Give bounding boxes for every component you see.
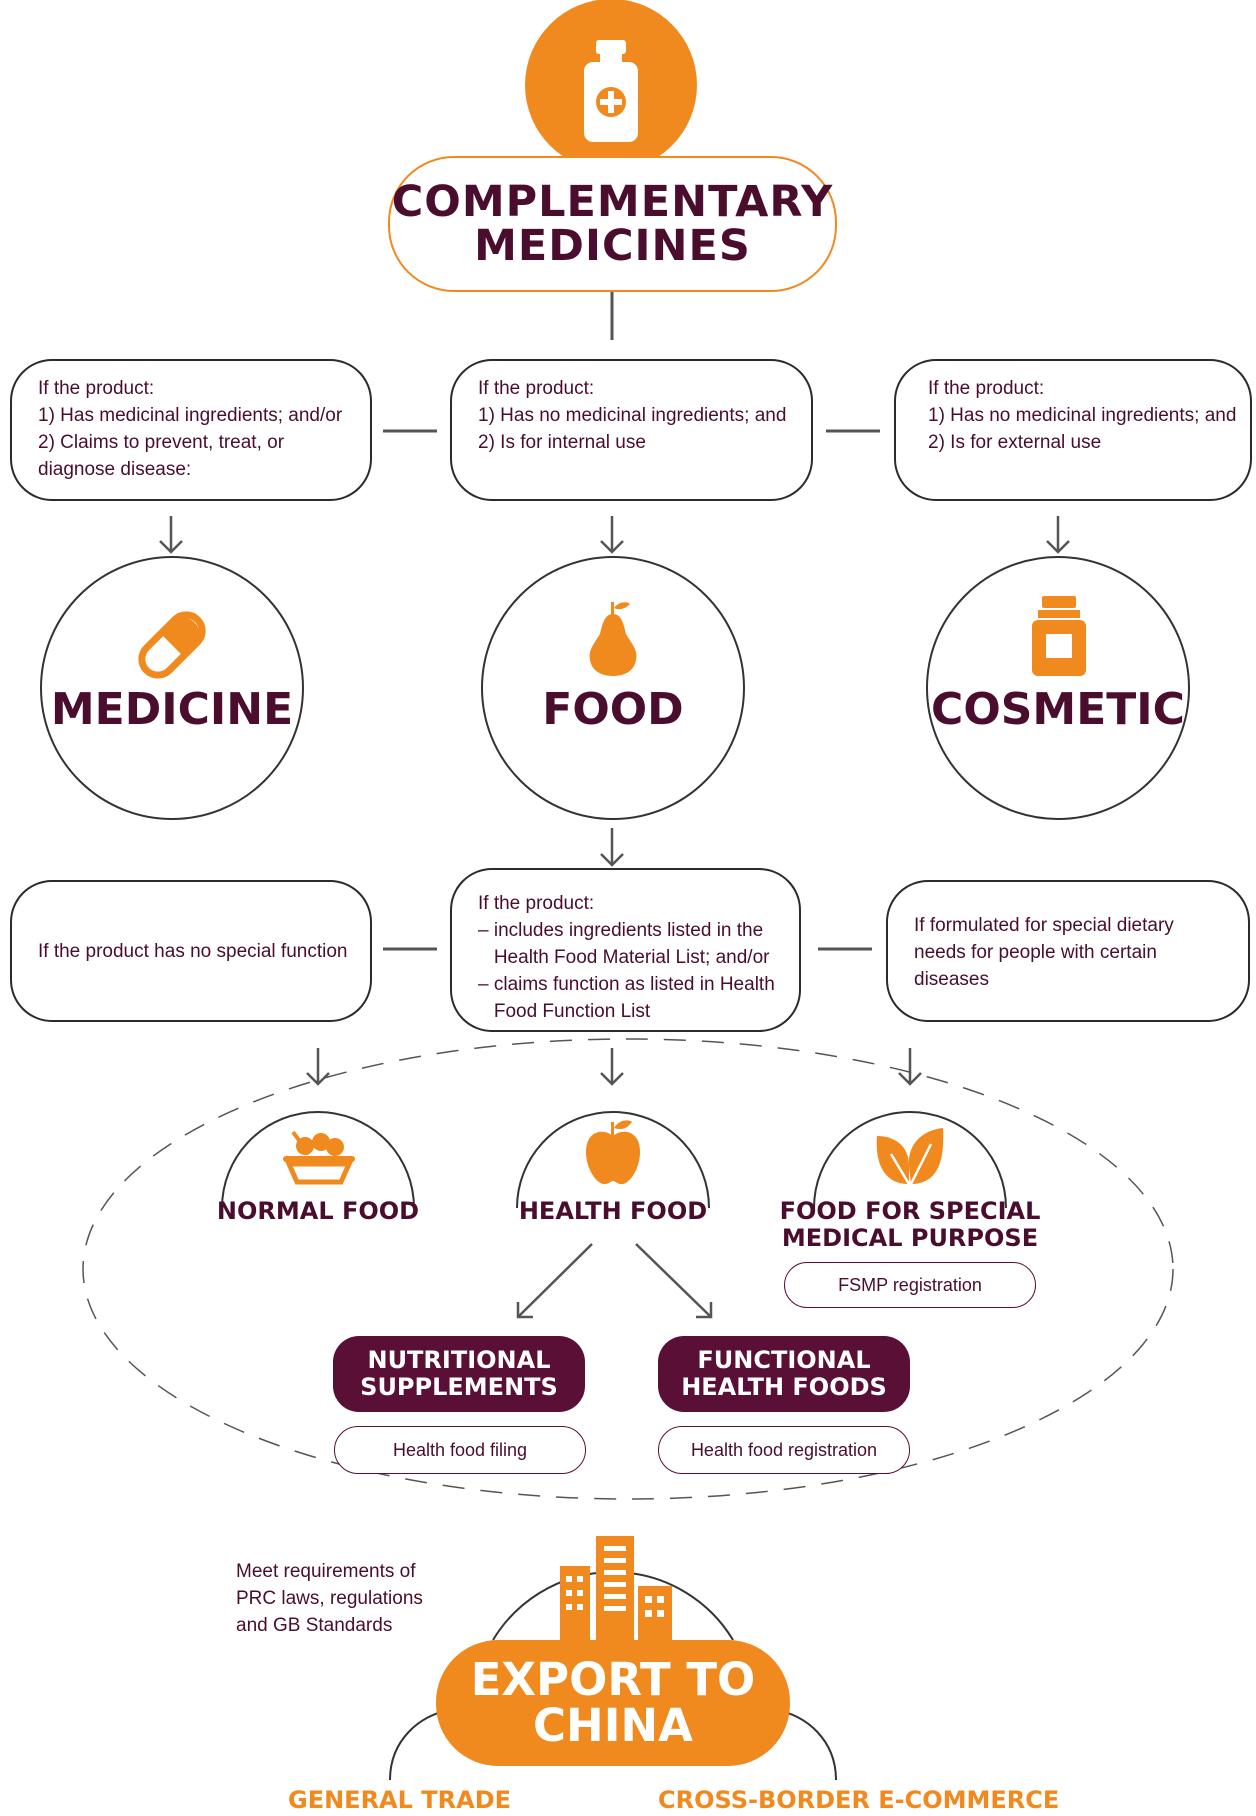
food-type-fsmp: FOOD FOR SPECIAL MEDICAL PURPOSE (770, 1198, 1050, 1252)
title-line-2: MEDICINES (474, 221, 751, 271)
city-buildings-icon (560, 1536, 672, 1644)
health-food-registration-pill: Health food registration (658, 1426, 910, 1474)
medicine-bottle-icon (584, 40, 638, 142)
leaves-icon (876, 1128, 944, 1185)
category-circle-food (481, 556, 745, 820)
title-box: COMPLEMENTARY MEDICINES (388, 156, 837, 292)
condition-line: – includes ingredients listed in the (478, 920, 764, 941)
nutritional-supplements-pill: NUTRITIONAL SUPPLEMENTS (333, 1336, 585, 1412)
health-food-filing-pill: Health food filing (334, 1426, 586, 1474)
note-line: PRC laws, regulations (236, 1588, 423, 1609)
condition-line: 2) Claims to prevent, treat, or (38, 432, 285, 453)
nutritional-line-2: SUPPLEMENTS (360, 1373, 558, 1401)
nutritional-line-1: NUTRITIONAL (367, 1346, 551, 1374)
functional-line-1: FUNCTIONAL (697, 1346, 871, 1374)
pear-icon (589, 602, 637, 676)
condition-box-health-food: If the product: – includes ingredients l… (450, 868, 801, 1032)
functional-line-2: HEALTH FOODS (681, 1373, 887, 1401)
condition-line: Health Food Material List; and/or (478, 947, 770, 968)
note-line: Meet requirements of (236, 1561, 416, 1582)
food-bowl-icon (283, 1130, 355, 1185)
food-type-health: HEALTH FOOD (518, 1197, 708, 1225)
functional-health-foods-pill: FUNCTIONAL HEALTH FOODS (658, 1336, 910, 1412)
category-label-cosmetic: COSMETIC (931, 684, 1185, 735)
title-line-1: COMPLEMENTARY (391, 177, 834, 227)
requirements-note: Meet requirements of PRC laws, regulatio… (236, 1558, 456, 1639)
channel-cross-border-ecommerce: CROSS-BORDER E-COMMERCE (658, 1786, 1060, 1814)
category-circle-medicine (40, 556, 304, 820)
condition-line: If formulated for special dietary (914, 915, 1174, 936)
condition-line: If the product: (478, 893, 595, 914)
capsule-icon (138, 611, 206, 679)
category-label-food: FOOD (542, 684, 684, 735)
fsmp-line-2: MEDICAL PURPOSE (781, 1224, 1039, 1252)
condition-line: 1) Has no medicinal ingredients; and (928, 405, 1237, 426)
export-to-china-pill: EXPORT TO CHINA (436, 1640, 790, 1766)
export-line-1: EXPORT TO (470, 1653, 756, 1706)
condition-box-food: If the product: 1) Has no medicinal ingr… (450, 359, 813, 501)
condition-line: If the product has no special function (38, 940, 348, 962)
condition-box-medicine: If the product: 1) Has medicinal ingredi… (10, 359, 372, 501)
apple-icon (586, 1120, 640, 1185)
condition-line: 1) Has medicinal ingredients; and/or (38, 405, 343, 426)
condition-line: 2) Is for external use (928, 432, 1102, 453)
category-label-medicine: MEDICINE (50, 684, 294, 735)
condition-line: diseases (914, 969, 989, 990)
condition-line: If the product: (478, 378, 595, 399)
condition-line: 2) Is for internal use (478, 432, 646, 453)
condition-line: – claims function as listed in Health (478, 974, 775, 995)
condition-line: 1) Has no medicinal ingredients; and (478, 405, 787, 426)
condition-line: diagnose disease: (38, 459, 192, 480)
note-line: and GB Standards (236, 1615, 393, 1636)
export-line-2: CHINA (533, 1699, 693, 1752)
condition-line: Food Function List (478, 1001, 651, 1022)
condition-box-cosmetic: If the product: 1) Has no medicinal ingr… (894, 359, 1252, 501)
condition-line: needs for people with certain (914, 942, 1157, 963)
channel-general-trade: GENERAL TRADE (288, 1786, 512, 1814)
condition-line: If the product: (38, 378, 155, 399)
condition-box-normal-food: If the product has no special function (10, 880, 372, 1022)
fsmp-registration-pill: FSMP registration (784, 1262, 1036, 1308)
condition-box-fsmp: If formulated for special dietary needs … (886, 880, 1250, 1022)
fsmp-line-1: FOOD FOR SPECIAL (779, 1197, 1041, 1225)
cosmetic-jar-icon (1032, 596, 1086, 676)
condition-line: If the product: (928, 378, 1045, 399)
food-type-normal: NORMAL FOOD (216, 1197, 420, 1225)
